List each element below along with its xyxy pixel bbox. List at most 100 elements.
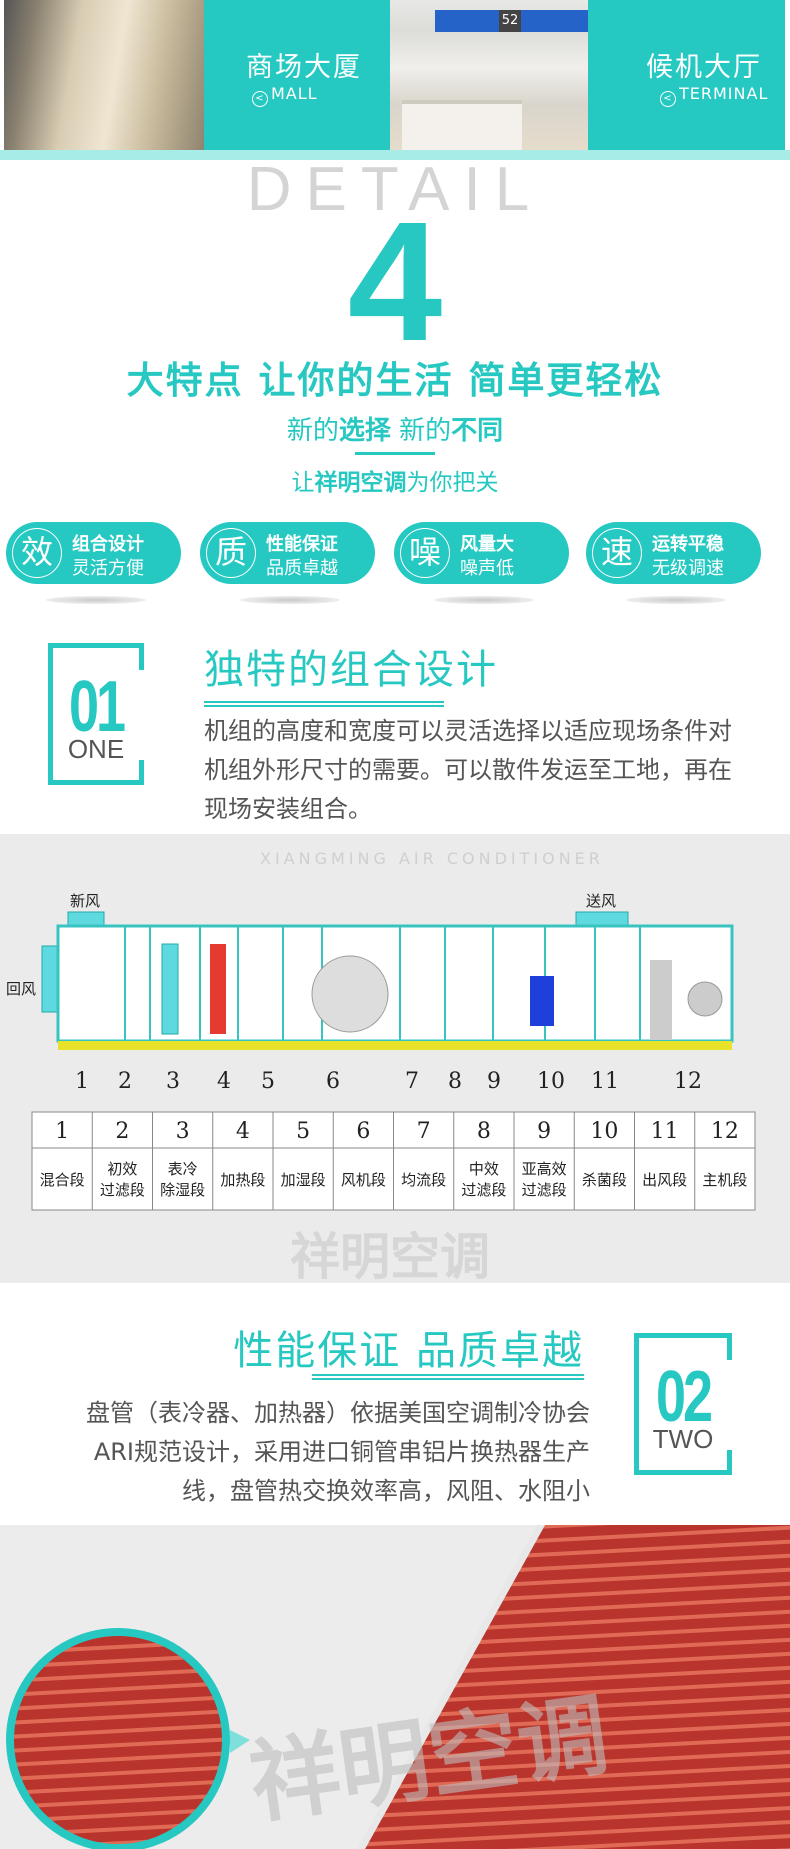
banner-stripe bbox=[0, 150, 790, 160]
section-number-label: 4 bbox=[217, 1069, 231, 1094]
table-segment-name: 混合段 bbox=[40, 1171, 85, 1189]
departure-board: 52 bbox=[435, 10, 588, 32]
table-number: 10 bbox=[590, 1119, 618, 1144]
feature-icon: 质 bbox=[206, 528, 256, 578]
fresh-air-label: 新风 bbox=[70, 892, 100, 910]
section-number-label: 11 bbox=[591, 1069, 619, 1094]
cooling-coil bbox=[161, 943, 179, 1035]
feature-subtitle: 品质卓越 bbox=[266, 558, 338, 579]
supply-air-label: 送风 bbox=[586, 892, 616, 910]
table-segment-name: 初效 bbox=[107, 1160, 137, 1178]
ahu-schematic: XIANGMING AIR CONDITIONER 祥明空调 新风 送风 回风 … bbox=[6, 849, 756, 1286]
table-segment-name: 除湿段 bbox=[160, 1181, 205, 1199]
feature-title: 运转平稳 bbox=[652, 534, 724, 555]
table-segment-name: 杀菌段 bbox=[582, 1171, 627, 1189]
ahu-diagram: XIANGMING AIR CONDITIONER 祥明空调 新风 送风 回风 … bbox=[0, 834, 790, 1286]
compressor bbox=[650, 960, 672, 1040]
terminal-subtitle: <TERMINAL bbox=[660, 84, 768, 107]
table-segment-name: 加湿段 bbox=[281, 1171, 326, 1189]
pill-shadow bbox=[434, 596, 534, 604]
table-number: 5 bbox=[296, 1119, 310, 1144]
detail-watermark: DETAIL bbox=[246, 155, 544, 224]
table-segment-name: 主机段 bbox=[702, 1171, 747, 1189]
table-number: 4 bbox=[236, 1119, 250, 1144]
section-description: 机组的高度和宽度可以灵活选择以适应现场条件对机组外形尺寸的需要。可以散件发运至工… bbox=[204, 717, 732, 823]
section-number-label: 6 bbox=[326, 1069, 340, 1094]
watermark-en: XIANGMING AIR CONDITIONER bbox=[260, 849, 604, 868]
table-segment-name: 过滤段 bbox=[461, 1181, 506, 1199]
section-number-en: ONE bbox=[67, 734, 125, 764]
feature-subtitle: 无级调速 bbox=[652, 558, 724, 579]
pill-shadow bbox=[240, 596, 340, 604]
table-number: 9 bbox=[537, 1119, 551, 1144]
table-segment-name: 过滤段 bbox=[522, 1181, 567, 1199]
arrow-left-icon: < bbox=[252, 91, 268, 107]
section-number-label: 7 bbox=[405, 1069, 419, 1094]
tagline: 让祥明空调为你把关 bbox=[291, 470, 499, 496]
coil-body bbox=[365, 1525, 790, 1849]
section-number-label: 2 bbox=[118, 1069, 132, 1094]
headline: 大特点 让你的生活 简单更轻松 bbox=[126, 359, 664, 402]
pointer-arrow bbox=[230, 1730, 250, 1753]
section-number-label: 12 bbox=[674, 1069, 702, 1094]
table-segment-name: 中效 bbox=[469, 1160, 499, 1178]
heating-coil bbox=[210, 944, 226, 1034]
coil-illustration: 祥明空调 bbox=[6, 1525, 790, 1849]
feature-pill: 速 运转平稳 无级调速 bbox=[586, 522, 761, 584]
section-number-en: TWO bbox=[652, 1424, 714, 1454]
scene-banner: 商场大厦 <MALL 52 候机大厅 <TERMINAL bbox=[0, 0, 790, 150]
feature-title: 性能保证 bbox=[266, 534, 338, 555]
feature-icon: 效 bbox=[12, 528, 62, 578]
feature-icon: 噪 bbox=[400, 528, 450, 578]
title-underline bbox=[312, 1374, 584, 1380]
table-number: 7 bbox=[417, 1119, 431, 1144]
terminal-photo: 52 bbox=[390, 0, 588, 150]
section-number: 01 bbox=[68, 667, 126, 747]
section-number-label: 9 bbox=[487, 1069, 501, 1094]
section-number-label: 10 bbox=[537, 1069, 565, 1094]
return-air-label: 回风 bbox=[6, 980, 36, 998]
table-number: 2 bbox=[115, 1119, 129, 1144]
table-number: 3 bbox=[176, 1119, 190, 1144]
table-number: 8 bbox=[477, 1119, 491, 1144]
mall-subtitle: <MALL bbox=[252, 84, 318, 107]
pill-shadow bbox=[626, 596, 726, 604]
base-frame bbox=[58, 1041, 732, 1050]
section-title: 独特的组合设计 bbox=[204, 647, 498, 693]
feature-pill: 效 组合设计 灵活方便 bbox=[6, 522, 181, 584]
mall-title: 商场大厦 bbox=[246, 52, 362, 83]
section-number-label: 3 bbox=[166, 1069, 180, 1094]
feature-pill: 噪 风量大 噪声低 bbox=[394, 522, 569, 584]
magnifier-circle bbox=[6, 1628, 230, 1849]
divider bbox=[355, 452, 435, 455]
checkin-desk bbox=[402, 100, 522, 150]
table-segment-name: 过滤段 bbox=[100, 1181, 145, 1199]
supply-air-outlet bbox=[575, 911, 629, 927]
gate-number: 52 bbox=[499, 10, 521, 32]
mall-panel: 商场大厦 <MALL bbox=[204, 0, 390, 150]
pill-shadow bbox=[46, 596, 146, 604]
feature-subtitle: 噪声低 bbox=[460, 558, 514, 579]
table-segment-name: 表冷 bbox=[168, 1160, 198, 1178]
fresh-air-inlet bbox=[67, 911, 105, 927]
table-number: 11 bbox=[651, 1119, 679, 1144]
subheadline: 新的选择 新的不同 bbox=[286, 416, 504, 446]
uv-lamp bbox=[530, 976, 554, 1026]
table-segment-name: 亚高效 bbox=[522, 1160, 567, 1178]
return-air-inlet bbox=[41, 945, 59, 1013]
watermark: 祥明空调 bbox=[290, 1228, 490, 1283]
table-number: 6 bbox=[356, 1119, 370, 1144]
table-segment-name: 出风段 bbox=[642, 1171, 687, 1189]
table-segment-name: 加热段 bbox=[220, 1171, 265, 1189]
feature-pill: 质 性能保证 品质卓越 bbox=[200, 522, 375, 584]
table-segment-name: 均流段 bbox=[401, 1171, 446, 1189]
unit-casing bbox=[56, 924, 734, 1043]
coil-photo: 祥明空调 bbox=[0, 1525, 790, 1849]
section-number-box: 01 ONE bbox=[48, 643, 144, 785]
big-number: 4 bbox=[347, 187, 443, 377]
feature-icon: 速 bbox=[592, 528, 642, 578]
section-number-box: 02 TWO bbox=[634, 1333, 732, 1475]
section-title: 性能保证 品质卓越 bbox=[233, 1328, 584, 1374]
table-number: 1 bbox=[55, 1119, 69, 1144]
coil-frame bbox=[357, 1525, 545, 1849]
